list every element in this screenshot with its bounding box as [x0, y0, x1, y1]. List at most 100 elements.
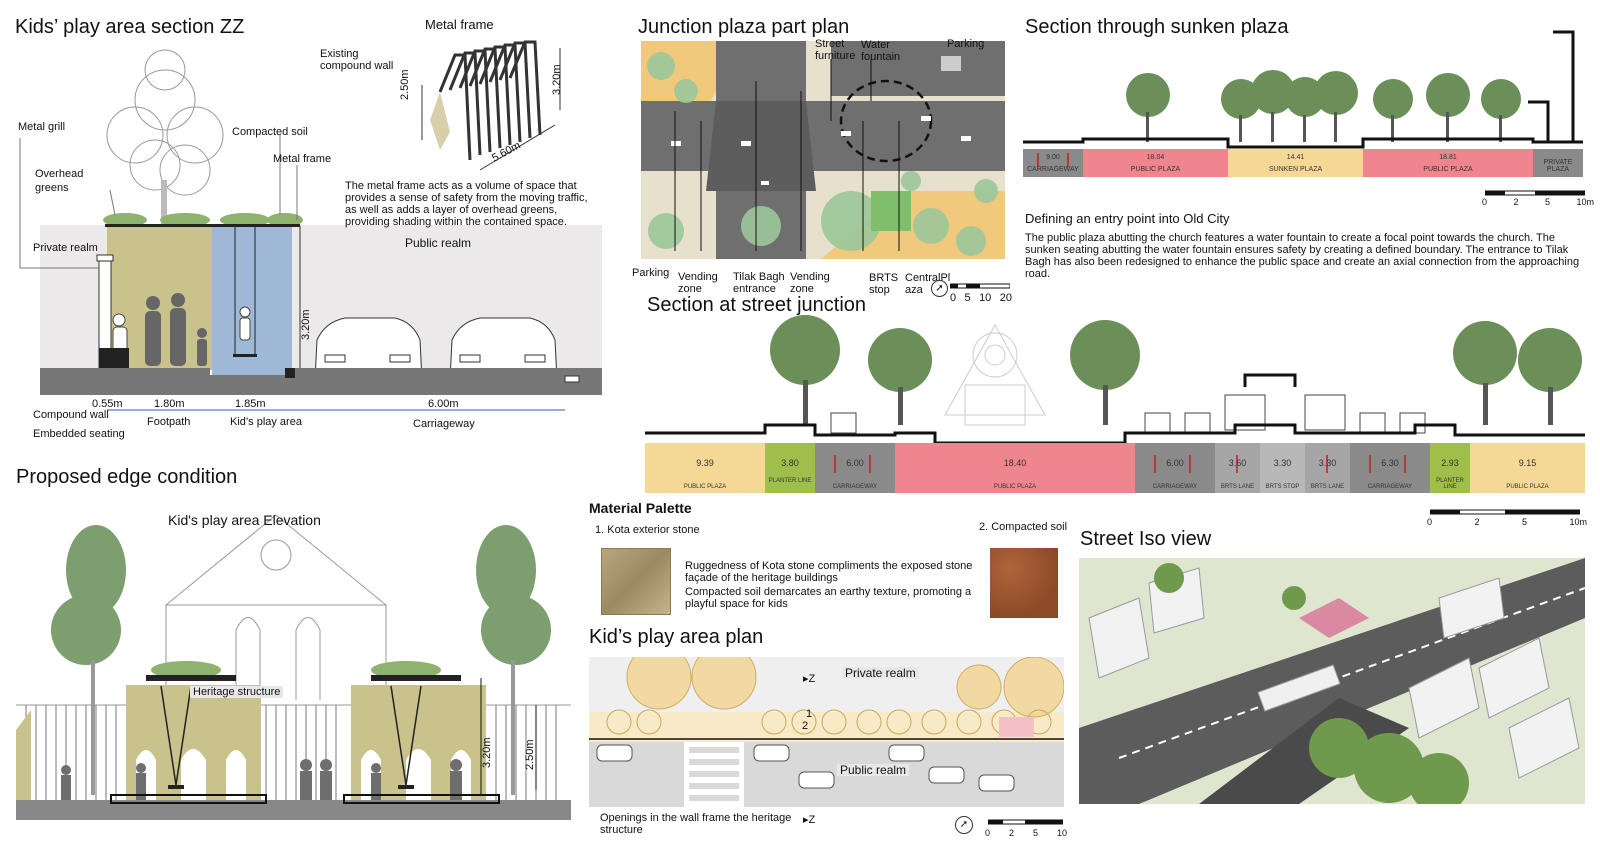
- sunken-scalebar: [1485, 190, 1585, 196]
- zone-value-1: 18.04: [1146, 154, 1165, 161]
- dim-320-label: 3.20m: [551, 64, 563, 95]
- dim-185: 1.85m: [235, 398, 266, 410]
- sunken-scale-10: 10m: [1576, 197, 1594, 207]
- jz-label-6: BRTS STOP: [1265, 484, 1300, 490]
- zone-value-0: 9.00: [1046, 154, 1060, 161]
- label-parking-top: Parking: [947, 38, 985, 50]
- openings-label: Openings in the wall frame the heritage …: [600, 812, 792, 836]
- section-dim-320: 3.20m: [300, 309, 312, 340]
- sunken-scale-5: 5: [1544, 197, 1550, 207]
- plan-private-realm: Private realm: [842, 667, 919, 679]
- jz-label-9: PLANTER LINE: [1436, 478, 1464, 490]
- jz-value-5: 3.60: [1228, 458, 1247, 468]
- plan-marker-2: 2: [802, 720, 809, 732]
- kids-play-area-label: Kid’s play area: [230, 416, 302, 428]
- jz-label-5: BRTS LANE: [1220, 484, 1255, 490]
- metal-grill-label: Metal grill: [18, 121, 66, 133]
- palette-title: Material Palette: [589, 500, 692, 516]
- junction-scale-0: 0: [1427, 517, 1433, 527]
- compacted-soil-label: Compacted soil: [232, 126, 308, 138]
- jz-value-6: 3.30: [1273, 458, 1292, 468]
- public-realm-label: Public realm: [405, 236, 472, 250]
- jz-label-10: PUBLIC PLAZA: [1506, 484, 1549, 490]
- label-water-fountain: Water fountain: [861, 39, 901, 63]
- palette-desc-2: Compacted soil demarcates an earthy text…: [685, 586, 972, 610]
- compound-wall-label: Compound wall: [33, 409, 109, 421]
- play-plan-drawing: [589, 657, 1064, 807]
- sunken-scale-0: 0: [1482, 197, 1488, 207]
- junction-scalebar: [1430, 509, 1580, 515]
- north-arrow-icon: ➚: [931, 280, 948, 297]
- kota-stone-swatch: [601, 548, 671, 615]
- jz-value-9: 2.93: [1441, 458, 1459, 468]
- zone-value-2: 14.41: [1286, 154, 1305, 161]
- scale-5: 5: [964, 292, 971, 304]
- label-vending-zone-1: Vending zone: [678, 271, 718, 295]
- jz-value-0: 9.39: [696, 458, 714, 468]
- scale-0: 0: [950, 292, 957, 304]
- palette-item-2: 2. Compacted soil: [979, 521, 1068, 533]
- label-vending-zone-2: Vending zone: [790, 271, 830, 295]
- dim-250-label: 2.50m: [399, 69, 411, 100]
- sunken-section-title: Section through sunken plaza: [1025, 16, 1289, 38]
- plan-scale-5: 5: [1032, 828, 1038, 838]
- sunken-description: The public plaza abutting the church fea…: [1025, 232, 1580, 280]
- sunken-subtitle: Defining an entry point into Old City: [1025, 211, 1230, 226]
- play-plan-title: Kid’s play area plan: [589, 626, 764, 648]
- jz-value-4: 6.00: [1166, 458, 1184, 468]
- z-marker-top: ▸Z: [803, 673, 816, 685]
- private-realm-label: Private realm: [33, 242, 98, 254]
- frame-description: The metal frame acts as a volume of spac…: [345, 180, 588, 228]
- jz-label-3: PUBLIC PLAZA: [993, 484, 1037, 490]
- plan-marker-1: 1: [806, 708, 813, 720]
- metal-frame-title: Metal frame: [425, 17, 494, 32]
- jz-value-10: 9.15: [1518, 458, 1537, 468]
- heritage-label: Heritage structure: [190, 686, 284, 698]
- carriageway-label: Carriageway: [413, 418, 475, 430]
- jz-label-2: CARRIAGEWAY: [832, 484, 878, 490]
- plan-scale-2: 2: [1008, 828, 1014, 838]
- junction-section-drawing: [645, 315, 1585, 445]
- street-iso-render: [1079, 558, 1585, 804]
- junction-plan-scalebar: [950, 283, 1010, 289]
- edge-dim-250: 2.50m: [524, 739, 536, 770]
- existing-wall-label: Existing compound wall: [320, 48, 394, 72]
- jz-value-8: 6.30: [1381, 458, 1399, 468]
- scale-20: 20: [999, 292, 1012, 304]
- jz-label-4: CARRIAGEWAY: [1152, 484, 1198, 490]
- footpath-label: Footpath: [147, 416, 191, 428]
- dim-180: 1.80m: [154, 398, 185, 410]
- plan-north-arrow-icon: ➚: [955, 816, 973, 834]
- plan-public-realm: Public realm: [837, 764, 910, 776]
- section-zz-drawing: [19, 40, 602, 411]
- jz-label-8: CARRIAGEWAY: [1367, 484, 1413, 490]
- elevation-title: Kid's play area Elevation: [168, 512, 321, 528]
- junction-plan-map: [641, 41, 1005, 259]
- jz-value-7: 3.30: [1318, 458, 1337, 468]
- label-brts-stop: BRTS stop: [869, 272, 899, 296]
- jz-value-2: 6.00: [846, 458, 864, 468]
- section-zz-title: Kids’ play area section ZZ: [15, 16, 245, 38]
- jz-label-0: PUBLIC PLAZA: [683, 484, 727, 490]
- label-street-furniture: Street furniture: [815, 38, 856, 62]
- edge-elevation-drawing: [16, 514, 571, 820]
- edge-title: Proposed edge condition: [16, 466, 238, 488]
- junction-section-title: Section at street junction: [647, 294, 867, 316]
- zone-value-3: 18.81: [1439, 154, 1457, 161]
- edge-dim-320: 3.20m: [481, 737, 493, 768]
- compacted-soil-swatch: [990, 548, 1058, 618]
- junction-scale-5: 5: [1521, 517, 1527, 527]
- scale-10: 10: [979, 292, 992, 304]
- iso-title: Street Iso view: [1080, 528, 1212, 550]
- embedded-seating-label: Embedded seating: [33, 428, 125, 440]
- sunken-section-drawing: [1023, 30, 1583, 177]
- junction-scale-10: 10m: [1569, 517, 1587, 527]
- jz-label-1: PLANTER LINE: [768, 478, 812, 484]
- junction-zones: [645, 443, 1585, 493]
